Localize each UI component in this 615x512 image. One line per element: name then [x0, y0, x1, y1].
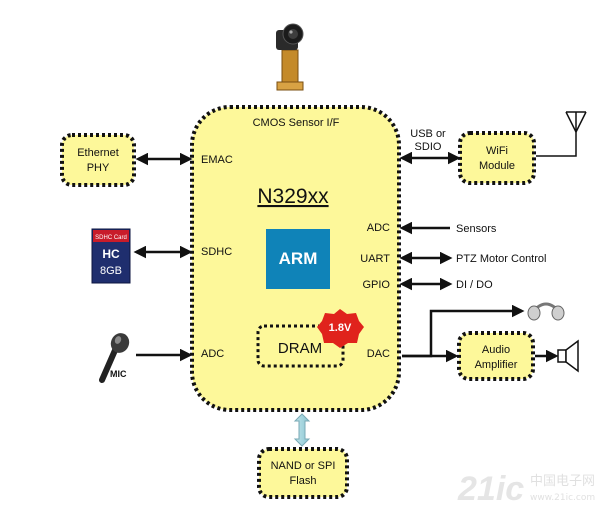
- audio-amplifier-block: [457, 331, 535, 381]
- sd-card-capacity: 8GB: [100, 265, 122, 277]
- sensors-label: Sensors: [456, 223, 497, 235]
- headphone-icon: [527, 302, 565, 321]
- port-sdhc: SDHC: [201, 246, 232, 258]
- ptz-label: PTZ Motor Control: [456, 253, 546, 265]
- ethernet-phy-line1: Ethernet: [77, 147, 119, 159]
- mic-label: MIC: [110, 369, 127, 379]
- dido-label: DI / DO: [456, 279, 493, 291]
- flash-line1: NAND or SPI: [271, 460, 336, 472]
- arm-logo-text: ARM: [279, 249, 318, 268]
- arm-logo: [266, 229, 330, 289]
- watermark: 21ic 中国电子网 www.21ic.com: [457, 470, 595, 508]
- audio-amplifier-line1: Audio: [482, 344, 510, 356]
- sd-card-type: SDHC Card: [95, 235, 127, 241]
- sd-card-icon: SDHC Card 8GB HC: [91, 228, 131, 284]
- audio-amplifier-line2: Amplifier: [475, 359, 518, 371]
- flash-block: [257, 447, 349, 499]
- watermark-url: www.21ic.com: [530, 493, 595, 503]
- port-uart: UART: [360, 253, 390, 265]
- port-adc-left: ADC: [201, 348, 224, 360]
- ethernet-phy-block: [60, 133, 136, 187]
- dram-label: DRAM: [278, 340, 322, 357]
- voltage-badge-label: 1.8V: [329, 322, 352, 334]
- antenna-icon: [536, 111, 587, 157]
- wifi-module-line2: Module: [479, 160, 515, 172]
- wifi-module-line1: WiFi: [486, 145, 508, 157]
- port-adc-right: ADC: [367, 222, 390, 234]
- flash-bus-arrow: [293, 413, 311, 447]
- cmos-sensor-interface-label: CMOS Sensor I/F: [253, 117, 340, 129]
- usb-label-line1: USB or: [410, 128, 446, 140]
- microphone-icon: [99, 333, 130, 383]
- wifi-module-block: [458, 131, 536, 185]
- voltage-badge: [317, 309, 364, 348]
- sd-card-hc-logo: HC: [102, 247, 120, 261]
- watermark-cn: 中国电子网: [530, 474, 595, 489]
- port-dac: DAC: [367, 348, 390, 360]
- ethernet-phy-line2: PHY: [87, 162, 110, 174]
- port-emac: EMAC: [201, 154, 233, 166]
- watermark-brand: 21ic: [457, 470, 524, 508]
- camera-module-icon: [276, 23, 304, 91]
- flash-line2: Flash: [290, 475, 317, 487]
- chip-name: N329xx: [257, 185, 329, 208]
- port-gpio: GPIO: [362, 279, 390, 291]
- speaker-icon: [557, 339, 579, 373]
- usb-label-line2: SDIO: [415, 141, 442, 153]
